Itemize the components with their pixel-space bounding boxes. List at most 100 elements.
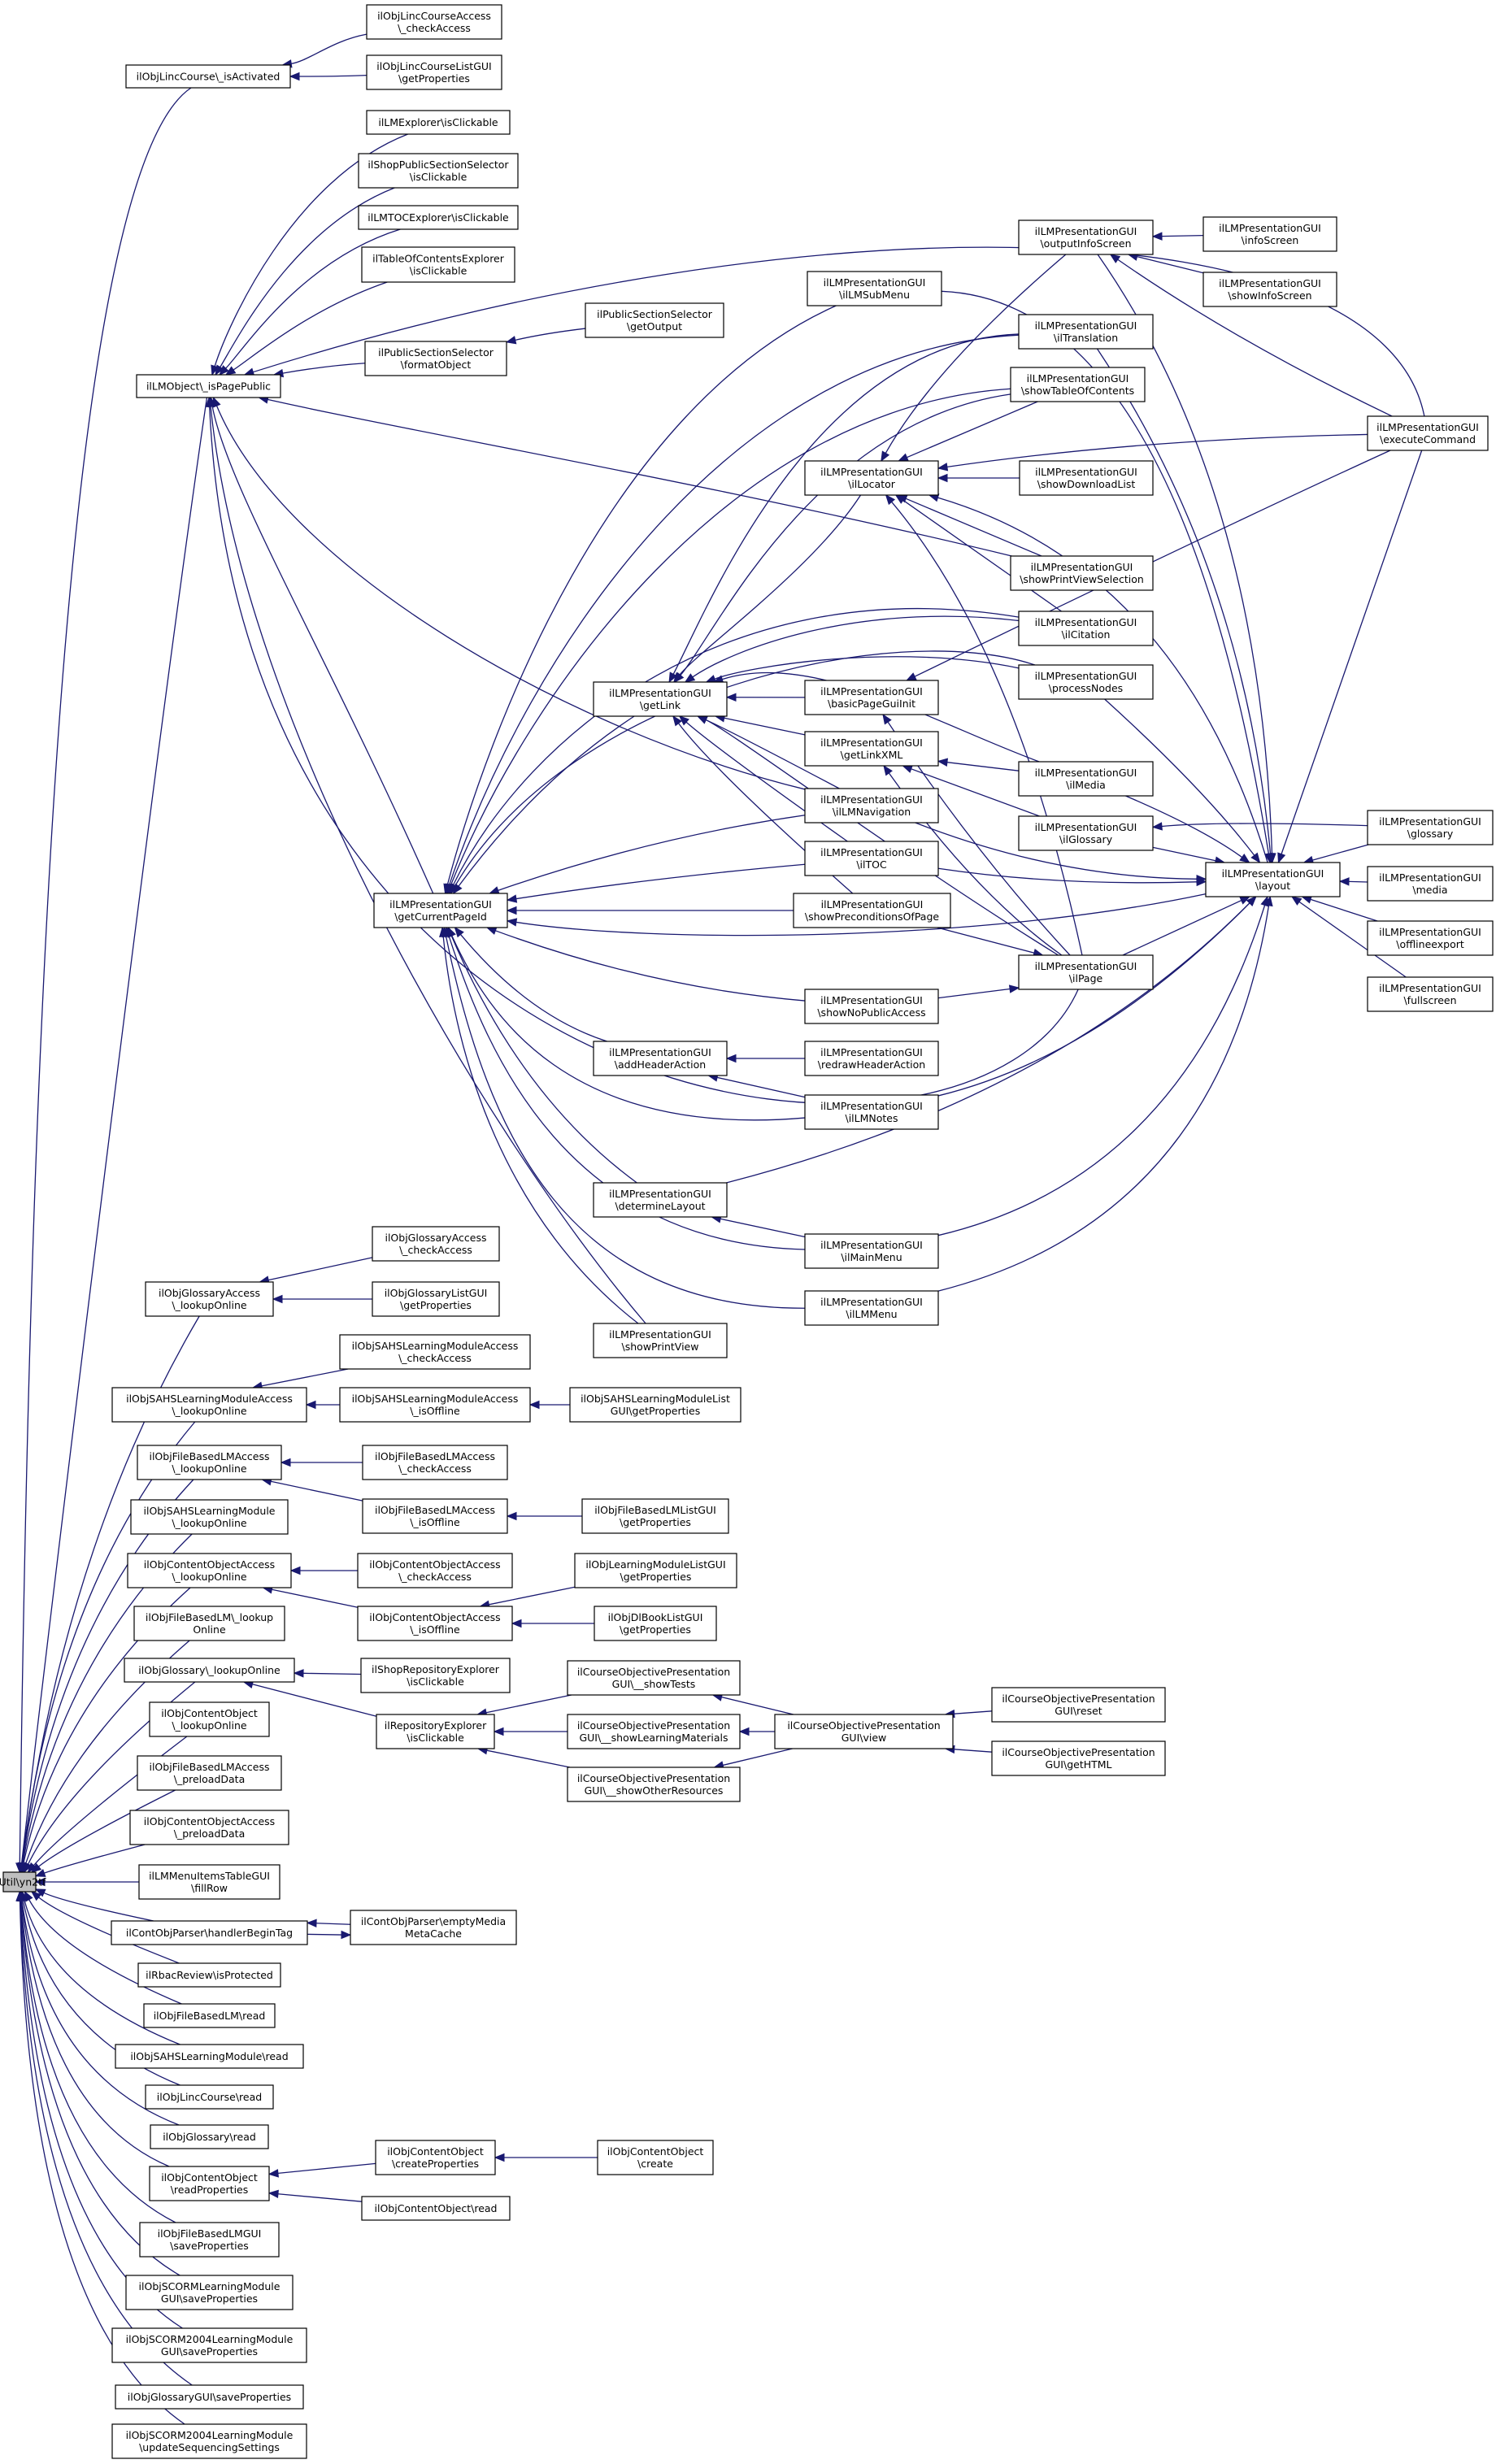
node-showNoPub[interactable]: ilLMPresentationGUI\showNoPublicAccess — [804, 989, 939, 1024]
node-coCreate[interactable]: ilObjContentObject\create — [597, 2140, 714, 2175]
node-fblmAccOff[interactable]: ilObjFileBasedLMAccess\_isOffline — [362, 1498, 508, 1534]
node-sahsLookup[interactable]: ilObjSAHSLearningModule\_lookupOnline — [130, 1499, 289, 1535]
edge-fblmAccOff-to-fblmAccLookup — [261, 1477, 363, 1501]
node-cobjBegin[interactable]: ilContObjParser\handlerBeginTag — [111, 1920, 308, 1945]
node-addHeader[interactable]: ilLMPresentationGUI\addHeaderAction — [593, 1041, 728, 1076]
node-detLayout[interactable]: ilLMPresentationGUI\determineLayout — [593, 1182, 728, 1218]
node-sahsRead[interactable]: ilObjSAHSLearningModule\read — [115, 2044, 304, 2069]
node-rbacProt[interactable]: ilRbacReview\isProtected — [137, 1962, 281, 1988]
node-glossGuiSave[interactable]: ilObjGlossaryGUI\saveProperties — [115, 2384, 304, 2410]
node-fblmRead[interactable]: ilObjFileBasedLM\read — [143, 2003, 276, 2028]
node-pubSecOutput[interactable]: ilPublicSectionSelector\getOutput — [585, 302, 724, 338]
node-showInfo[interactable]: ilLMPresentationGUI\showInfoScreen — [1202, 272, 1337, 307]
node-sahsAccLookup[interactable]: ilObjSAHSLearningModuleAccess\_lookupOnl… — [111, 1387, 307, 1423]
node-fblmPreload[interactable]: ilObjFileBasedLMAccess\_preloadData — [137, 1755, 282, 1791]
node-fblmGuiSave[interactable]: ilObjFileBasedLMGUI\saveProperties — [139, 2222, 280, 2258]
node-sahsListProps[interactable]: ilObjSAHSLearningModuleListGUI\getProper… — [569, 1387, 741, 1423]
node-coShowLM[interactable]: ilCourseObjectivePresentationGUI\__showL… — [567, 1714, 741, 1749]
node-ilMedia[interactable]: ilLMPresentationGUI\ilMedia — [1018, 761, 1154, 797]
node-ilPage[interactable]: ilLMPresentationGUI\ilPage — [1018, 954, 1154, 990]
node-coRead[interactable]: ilObjContentObject\read — [361, 2196, 511, 2221]
node-coAccChk[interactable]: ilObjContentObjectAccess\_checkAccess — [357, 1553, 513, 1588]
node-pubSecFormat[interactable]: ilPublicSectionSelector\formatObject — [364, 341, 507, 376]
node-label: \getProperties — [620, 1516, 691, 1528]
node-scorm04Upd[interactable]: ilObjSCORM2004LearningModule\updateSeque… — [111, 2423, 307, 2459]
node-getLinkXML[interactable]: ilLMPresentationGUI\getLinkXML — [804, 731, 939, 767]
node-tocExplorer[interactable]: ilTableOfContentsExplorer\isClickable — [361, 246, 515, 283]
node-label: ilLMPresentationGUI — [1379, 815, 1481, 828]
node-getCurPage[interactable]: ilLMPresentationGUI\getCurrentPageId — [373, 893, 508, 928]
node-lmtoc[interactable]: ilLMTOCExplorer\isClickable — [358, 205, 519, 230]
node-glossAccLookup[interactable]: ilObjGlossaryAccess\_lookupOnline — [145, 1281, 274, 1317]
node-ilLMMenu[interactable]: ilLMPresentationGUI\ilLMMenu — [804, 1290, 939, 1326]
node-fblmAccChk[interactable]: ilObjFileBasedLMAccess\_checkAccess — [362, 1445, 508, 1480]
node-fullscreen[interactable]: ilLMPresentationGUI\fullscreen — [1367, 976, 1494, 1012]
node-label: ilPublicSectionSelector — [597, 308, 713, 320]
node-fblmListProps[interactable]: ilObjFileBasedLMListGUI\getProperties — [581, 1498, 729, 1534]
node-redrawHeader[interactable]: ilLMPresentationGUI\redrawHeaderAction — [804, 1041, 939, 1076]
node-lmListProps[interactable]: ilObjLearningModuleListGUI\getProperties — [574, 1553, 737, 1588]
node-glossAccChk[interactable]: ilObjGlossaryAccess\_checkAccess — [372, 1226, 500, 1262]
edge-coShowOther-to-repoExpl — [476, 1746, 571, 1768]
node-lmSubMenu[interactable]: ilLMPresentationGUI\ilLMSubMenu — [807, 271, 942, 306]
node-coReadProps[interactable]: ilObjContentObject\readProperties — [149, 2166, 270, 2201]
node-getLink[interactable]: ilLMPresentationGUI\getLink — [593, 681, 728, 717]
node-showPrint[interactable]: ilLMPresentationGUI\showPrintView — [593, 1323, 728, 1358]
node-glossListProps[interactable]: ilObjGlossaryListGUI\getProperties — [372, 1281, 500, 1317]
node-dlbookProps[interactable]: ilObjDlBookListGUI\getProperties — [594, 1606, 717, 1641]
node-ilCitation[interactable]: ilLMPresentationGUI\ilCitation — [1018, 611, 1154, 646]
node-coPreload[interactable]: ilObjContentObjectAccess\_preloadData — [129, 1810, 289, 1845]
node-ilTOC[interactable]: ilLMPresentationGUI\ilTOC — [804, 841, 939, 876]
node-coCreateProps[interactable]: ilObjContentObject\createProperties — [375, 2140, 496, 2175]
node-showPrecond[interactable]: ilLMPresentationGUI\showPreconditionsOfP… — [793, 893, 951, 928]
node-coLookup[interactable]: ilObjContentObject\_lookupOnline — [149, 1701, 270, 1737]
node-lincRead[interactable]: ilObjLincCourse\read — [145, 2084, 274, 2110]
node-execCmd[interactable]: ilLMPresentationGUI\executeCommand — [1367, 415, 1489, 451]
node-showPrintSel[interactable]: ilLMPresentationGUI\showPrintViewSelecti… — [1010, 555, 1154, 591]
node-scorm04Save[interactable]: ilObjSCORM2004LearningModuleGUI\saveProp… — [111, 2327, 307, 2363]
node-basicInit[interactable]: ilLMPresentationGUI\basicPageGuiInit — [804, 680, 939, 715]
node-lincAct[interactable]: ilObjLincCourse\_isActivated — [125, 64, 291, 89]
node-lincListProps[interactable]: ilObjLincCourseListGUI\getProperties — [366, 54, 502, 90]
node-media[interactable]: ilLMPresentationGUI\media — [1367, 866, 1494, 902]
node-ilMainMenu[interactable]: ilLMPresentationGUI\ilMainMenu — [804, 1233, 939, 1269]
node-lincAccChk[interactable]: ilObjLincCourseAccess\_checkAccess — [366, 4, 502, 40]
node-coAccLookup[interactable]: ilObjContentObjectAccess\_lookupOnline — [127, 1553, 292, 1588]
node-glossRead[interactable]: ilObjGlossary\read — [150, 2124, 269, 2149]
node-coShowTests[interactable]: ilCourseObjectivePresentationGUI\__showT… — [567, 1660, 741, 1696]
node-repoExpl[interactable]: ilRepositoryExplorer\isClickable — [376, 1714, 495, 1749]
node-showDL[interactable]: ilLMPresentationGUI\showDownloadList — [1019, 460, 1154, 496]
node-ilLMNotes[interactable]: ilLMPresentationGUI\ilLMNotes — [804, 1094, 939, 1130]
node-shopPubSec[interactable]: ilShopPublicSectionSelector\isClickable — [358, 153, 519, 189]
node-procNodes[interactable]: ilLMPresentationGUI\processNodes — [1018, 664, 1154, 700]
node-infoScreen[interactable]: ilLMPresentationGUI\infoScreen — [1202, 216, 1337, 252]
node-coAccOff[interactable]: ilObjContentObjectAccess\_isOffline — [357, 1606, 513, 1641]
node-menuFill[interactable]: ilLMMenuItemsTableGUI\fillRow — [138, 1864, 280, 1900]
node-root[interactable]: ilUtil\yn2tf — [0, 1871, 46, 1893]
node-glossLookup[interactable]: ilObjGlossary\_lookupOnline — [124, 1658, 295, 1683]
node-lmExplorer[interactable]: ilLMExplorer\isClickable — [366, 110, 511, 135]
node-fblmAccLookup[interactable]: ilObjFileBasedLMAccess\_lookupOnline — [137, 1445, 282, 1480]
node-offline[interactable]: ilLMPresentationGUI\offlineexport — [1367, 920, 1494, 956]
edge-line — [272, 1588, 359, 1608]
node-fblmLookup[interactable]: ilObjFileBasedLM\_lookupOnline — [133, 1606, 285, 1641]
node-outputInfo[interactable]: ilLMPresentationGUI\outputInfoScreen — [1018, 219, 1154, 255]
node-ilGlossary[interactable]: ilLMPresentationGUI\ilGlossary — [1018, 815, 1154, 851]
node-layout[interactable]: ilLMPresentationGUI\layout — [1205, 862, 1341, 897]
node-scormSave[interactable]: ilObjSCORMLearningModuleGUI\saveProperti… — [125, 2275, 294, 2310]
node-showTOC[interactable]: ilLMPresentationGUI\showTableOfContents — [1010, 367, 1146, 402]
arrowhead-icon — [293, 1669, 304, 1678]
node-ilTranslation[interactable]: ilLMPresentationGUI\ilTranslation — [1018, 314, 1154, 350]
node-sahsAccChk[interactable]: ilObjSAHSLearningModuleAccess\_checkAcce… — [339, 1334, 531, 1370]
node-sahsAccOff[interactable]: ilObjSAHSLearningModuleAccess\_isOffline — [339, 1387, 531, 1423]
node-glossary[interactable]: ilLMPresentationGUI\glossary — [1367, 810, 1494, 845]
node-ilLocator[interactable]: ilLMPresentationGUI\ilLocator — [804, 460, 939, 496]
node-lmPub[interactable]: ilLMObject\_isPagePublic — [136, 374, 281, 398]
node-shopRepo[interactable]: ilShopRepositoryExplorer\isClickable — [360, 1658, 511, 1693]
node-ilLMNav[interactable]: ilLMPresentationGUI\ilLMNavigation — [804, 788, 939, 824]
node-coShowOther[interactable]: ilCourseObjectivePresentationGUI\__showO… — [567, 1767, 741, 1802]
